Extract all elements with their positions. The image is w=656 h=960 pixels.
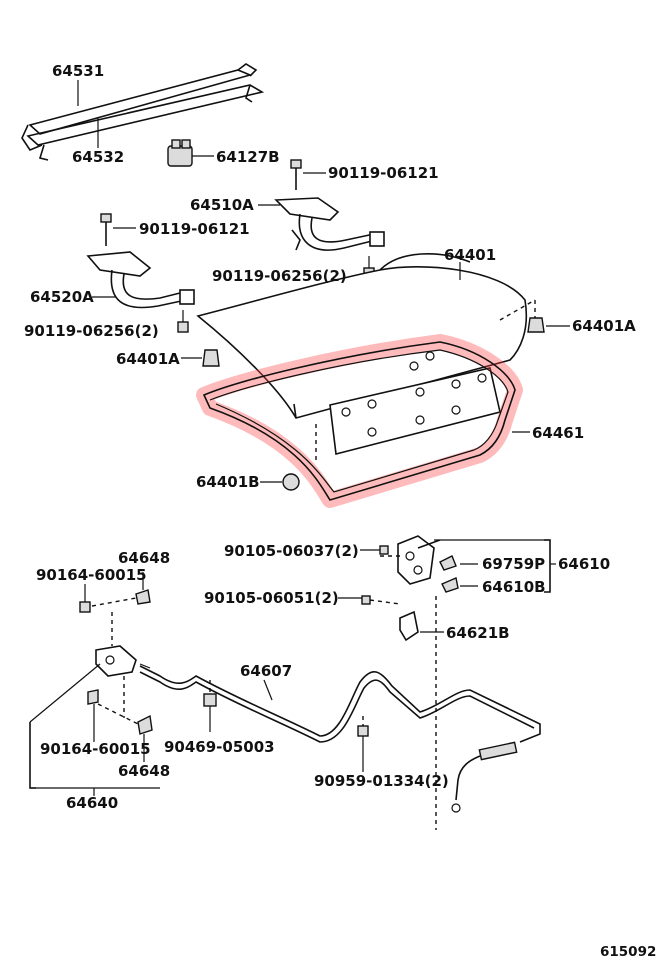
trunk-lid-64401: [196, 253, 536, 460]
figure-code: 615092: [600, 944, 656, 960]
label-64640: 64640: [66, 794, 118, 812]
hinge-64510a-icon: [258, 197, 385, 251]
label-64621b: 64621B: [446, 624, 510, 642]
label-64520a: 64520A: [30, 288, 94, 306]
label-64610: 64610: [558, 555, 610, 573]
hinge-64520a-icon: [86, 251, 195, 309]
bolt-upper-icon: [290, 159, 326, 190]
label-90105-06051: 90105-06051(2): [204, 589, 339, 607]
label-64648-top: 64648: [118, 549, 170, 567]
lock-assembly-icon: [338, 535, 556, 830]
wire-strips: [21, 63, 265, 161]
weatherstrip-64461: [196, 334, 530, 508]
label-64532: 64532: [72, 148, 124, 166]
cushion-right-icon: [527, 317, 570, 333]
label-90164-60015-bottom: 90164-60015: [40, 740, 151, 758]
label-90959-01334: 90959-01334(2): [314, 772, 449, 790]
label-64401a-right: 64401A: [572, 317, 636, 335]
label-64401a-left: 64401A: [116, 350, 180, 368]
label-69759p: 69759P: [482, 555, 545, 573]
label-90105-06037: 90105-06037(2): [224, 542, 359, 560]
label-90119-06121-upper: 90119-06121: [328, 164, 439, 182]
cable-64607: [139, 663, 541, 813]
label-64127b: 64127B: [216, 148, 280, 166]
label-90164-60015-top: 90164-60015: [36, 566, 147, 584]
label-90469-05003: 90469-05003: [164, 738, 275, 756]
cushion-b-icon: [260, 473, 300, 491]
label-64607: 64607: [240, 662, 292, 680]
label-64461: 64461: [532, 424, 584, 442]
clip-64127b-icon: [167, 139, 214, 167]
label-90119-06121-lower: 90119-06121: [139, 220, 250, 238]
label-64401: 64401: [444, 246, 496, 264]
label-90119-06256-lower: 90119-06256(2): [24, 322, 159, 340]
label-90119-06256-upper: 90119-06256(2): [212, 267, 347, 285]
label-64401b: 64401B: [196, 473, 260, 491]
cushion-left-icon: [181, 349, 220, 367]
label-64648-bottom: 64648: [118, 762, 170, 780]
bolt-06256-lower-icon: [177, 310, 189, 333]
label-64610b: 64610B: [482, 578, 546, 596]
opener-assembly-icon: [29, 572, 160, 796]
label-64531: 64531: [52, 62, 104, 80]
bolt-lower-icon: [100, 213, 136, 246]
label-64510a: 64510A: [190, 196, 254, 214]
